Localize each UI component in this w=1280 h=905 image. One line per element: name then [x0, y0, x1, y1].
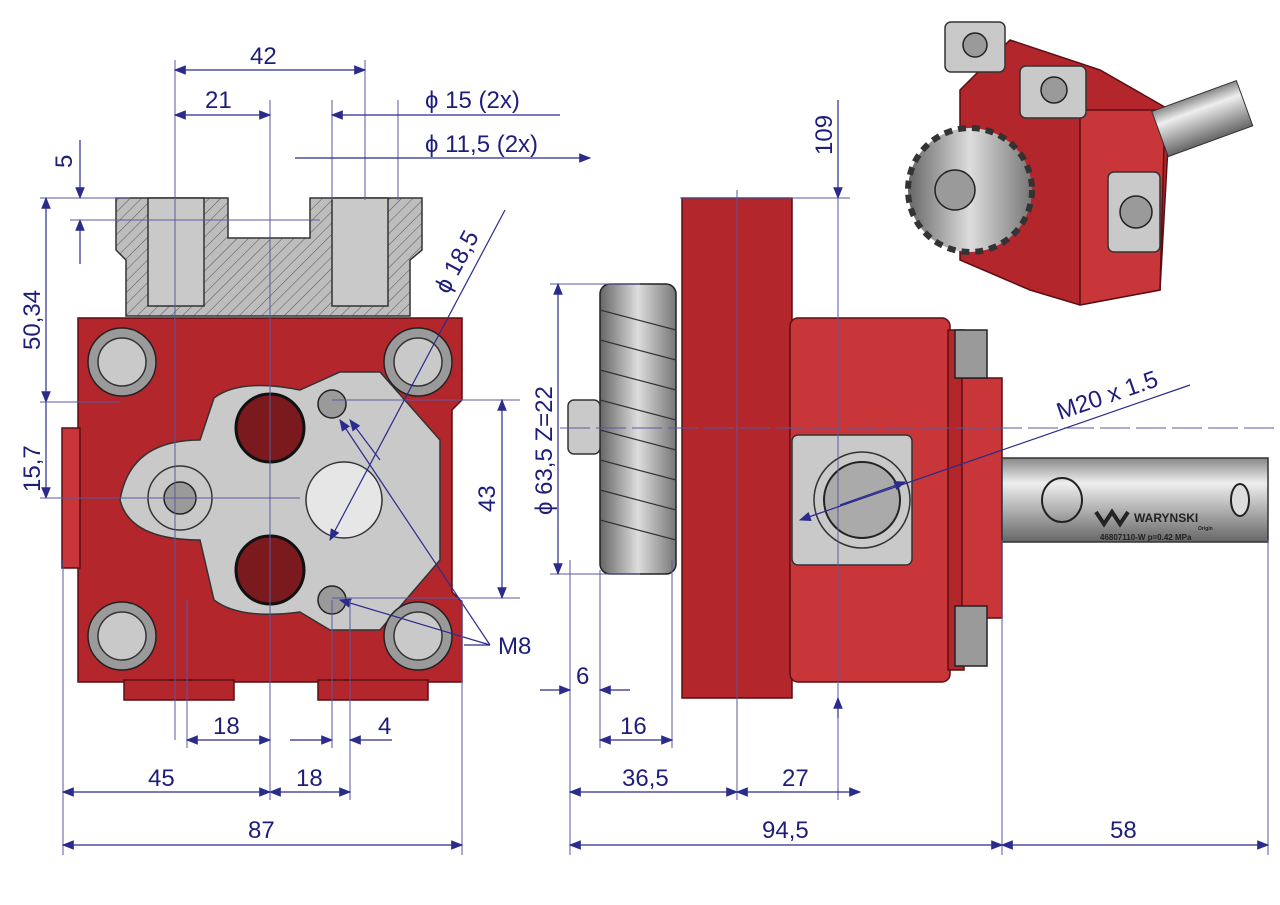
gear-hub	[567, 399, 601, 455]
front-view-dimensions	[40, 60, 592, 855]
dim-18-left: 18	[213, 713, 240, 740]
dim-109: 109	[811, 115, 838, 155]
isometric-view	[905, 21, 1254, 306]
dim-58: 58	[1110, 817, 1137, 844]
dim-m20-thread: M20 x 1.5	[1053, 366, 1161, 426]
foot-left	[123, 679, 235, 701]
side-bolt-bottom	[954, 605, 988, 667]
dim-42: 42	[250, 43, 277, 70]
iso-shaft	[1151, 80, 1254, 158]
shaft-pin-hole	[1230, 483, 1250, 517]
dim-50-34: 50,34	[19, 290, 46, 350]
iso-port-thread	[1119, 195, 1153, 229]
front-view-labels: 42 21 ϕ 15 (2x) ϕ 11,5 (2x) 5 50,34 15,7…	[19, 43, 538, 844]
center-bore	[305, 461, 383, 539]
dim-21: 21	[205, 87, 232, 114]
dim-43: 43	[474, 485, 501, 512]
foot-right	[317, 679, 429, 701]
side-view: WARYNSKI Origin 46807110-W p=0.42 MPa	[567, 197, 1269, 699]
drive-shaft	[1001, 457, 1269, 543]
side-view-dimensions	[540, 100, 1280, 855]
shaft-boss	[961, 377, 1003, 619]
shaft-part-code: 46807110-W p=0.42 MPa	[1100, 533, 1192, 542]
dim-gear-diameter: ϕ 63,5 Z=22	[531, 386, 558, 515]
port-right	[331, 197, 389, 307]
dim-6: 6	[576, 663, 589, 690]
m8-hole-top	[317, 389, 347, 419]
brand-logo-icon	[1094, 508, 1130, 528]
dim-5: 5	[51, 155, 78, 168]
m20-port-inner	[823, 461, 901, 539]
dim-94-5: 94,5	[762, 817, 809, 844]
dim-16: 16	[620, 713, 647, 740]
port-left	[147, 197, 205, 307]
side-bolt-top	[954, 329, 988, 379]
bolts	[87, 327, 453, 671]
dim-15-7: 15,7	[19, 445, 46, 492]
dim-45: 45	[148, 765, 175, 792]
shaft-brand-sub: Origin	[1198, 526, 1213, 532]
dim-m8: M8	[498, 633, 531, 660]
shaft-hole	[1041, 477, 1083, 523]
dim-36-5: 36,5	[622, 765, 669, 792]
dim-18-right: 18	[296, 765, 323, 792]
dim-dia-18-5: ϕ 18,5	[429, 226, 484, 298]
dim-4: 4	[378, 713, 391, 740]
iso-port-hole-left	[962, 32, 988, 58]
cover-plate	[119, 371, 441, 631]
shaft-brand: WARYNSKI	[1134, 511, 1198, 525]
gear-teeth	[599, 309, 677, 541]
dim-27: 27	[782, 765, 809, 792]
dim-87: 87	[248, 817, 275, 844]
front-view	[61, 197, 463, 701]
iso-gear-nut	[934, 169, 976, 211]
dim-port-dia-15: ϕ 15 (2x)	[425, 87, 520, 114]
dim-port-dia-11-5: ϕ 11,5 (2x)	[425, 131, 538, 158]
iso-port-hole-right	[1040, 76, 1068, 104]
